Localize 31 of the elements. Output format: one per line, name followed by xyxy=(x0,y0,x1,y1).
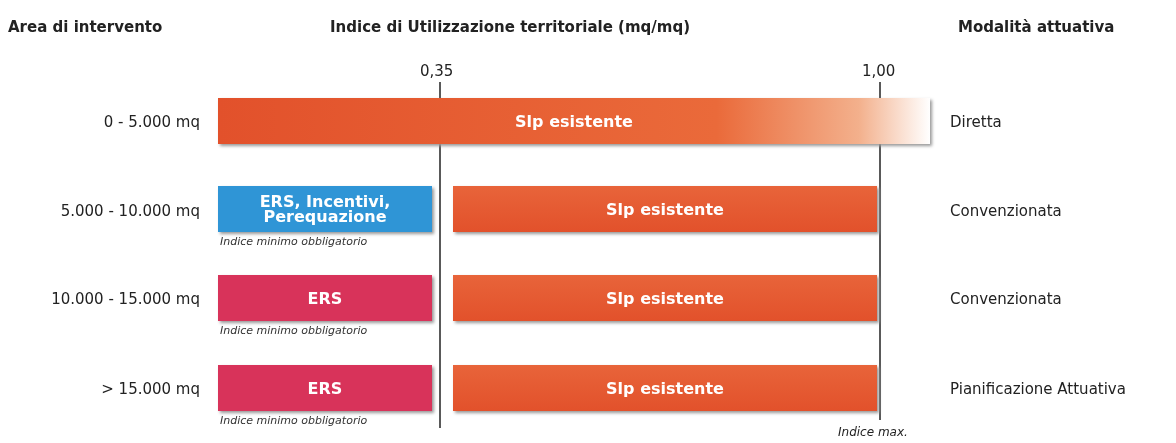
tick-label: 0,35 xyxy=(420,62,454,80)
bar-label: Slp esistente xyxy=(606,201,724,217)
tick-label: 1,00 xyxy=(862,62,896,80)
index-bar xyxy=(218,275,432,321)
bar-label: Slp esistente xyxy=(606,290,724,306)
row-label: > 15.000 mq xyxy=(101,380,200,398)
bar-caption: Indice minimo obbligatorio xyxy=(220,235,368,248)
row-label: Convenzionata xyxy=(950,202,1062,220)
column-header: Indice di Utilizzazione territoriale (mq/mq) xyxy=(330,18,690,36)
index-bar xyxy=(453,365,877,411)
bar-label: ERS xyxy=(306,290,344,306)
row-label: 5.000 - 10.000 mq xyxy=(60,202,200,220)
bar-caption: Indice minimo obbligatorio xyxy=(220,324,368,337)
column-header: Modalità attuativa xyxy=(958,18,1115,36)
note: Indice max. xyxy=(838,425,908,439)
row-label: 10.000 - 15.000 mq xyxy=(51,290,200,308)
row-label: Pianificazione Attuativa xyxy=(950,380,1126,398)
index-bar xyxy=(218,98,930,144)
index-bar xyxy=(453,275,877,321)
index-bar xyxy=(218,365,432,411)
bar-label: Slp esistente xyxy=(606,380,724,396)
index-bar xyxy=(218,186,432,232)
bar-label: ERS, Incentivi, Perequazione xyxy=(258,194,392,224)
index-bar xyxy=(453,186,877,232)
bar-label: ERS xyxy=(306,380,344,396)
bar-label: Slp esistente xyxy=(515,113,633,129)
column-header: Area di intervento xyxy=(8,18,163,36)
row-label: Convenzionata xyxy=(950,290,1062,308)
bar-caption: Indice minimo obbligatorio xyxy=(220,414,368,427)
row-label: 0 - 5.000 mq xyxy=(103,113,200,131)
row-label: Diretta xyxy=(950,113,1002,131)
